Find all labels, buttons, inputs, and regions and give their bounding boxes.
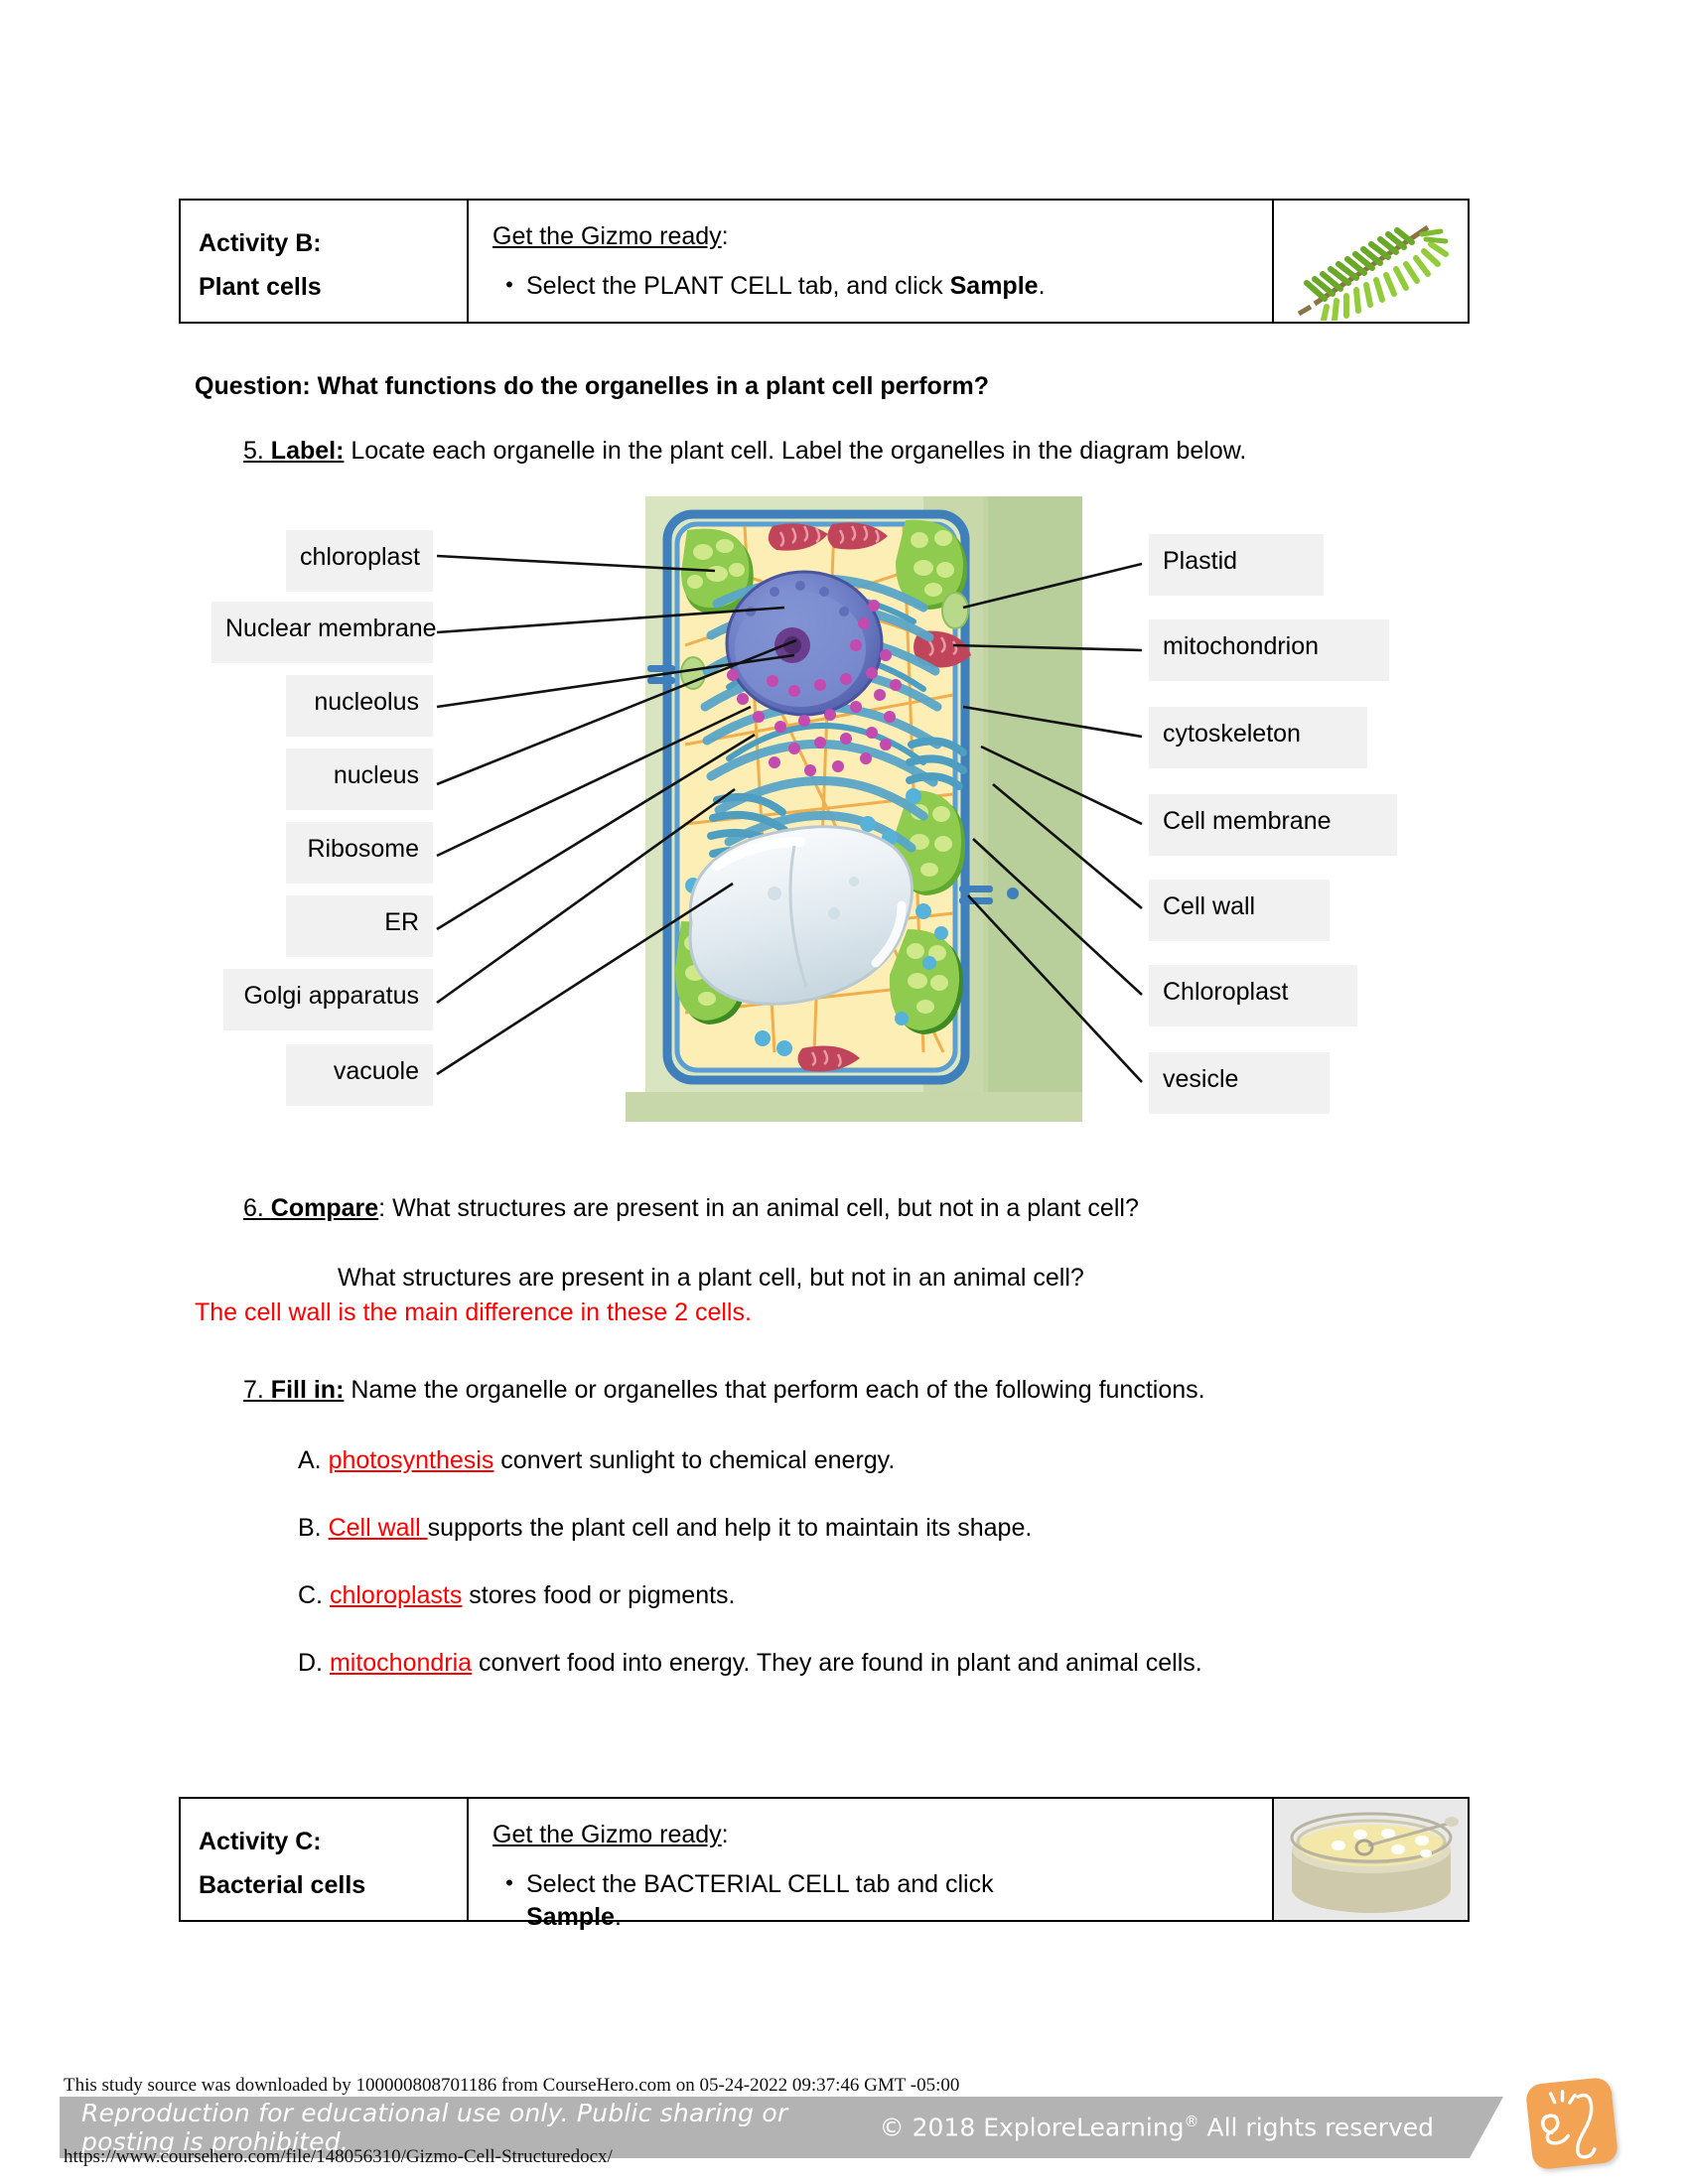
item-7-rest-a: convert sunlight to chemical energy. [493,1446,896,1474]
activity-b-image-cell [1274,201,1468,322]
item-7-answer-d: mitochondria [329,1649,473,1677]
activity-b-bullet-text: Select the PLANT CELL tab, and click Sam… [526,270,1258,304]
item-7-option-b: B. Cell wall supports the plant cell and… [298,1511,1032,1546]
item-7-letter-c: C. [298,1581,323,1609]
activity-c-bullet: • Select the BACTERIAL CELL tab and clic… [492,1868,1258,1936]
item-6-text: : What structures are present in an anim… [378,1194,1139,1222]
item-7-option-c: C. chloroplasts stores food or pigments. [298,1578,736,1613]
item-6-paragraph: 6. Compare: What structures are present … [243,1191,1139,1226]
footer-banner-right-text: © 2018 ExploreLearning® All rights reser… [880,2113,1470,2141]
diagram-label-right-4[interactable]: Cell wall [1149,880,1330,941]
item-7-rest-c: stores food or pigments. [462,1581,736,1609]
diagram-label-left-6[interactable]: Golgi apparatus [223,969,433,1030]
item-7-number: 7. [243,1376,271,1404]
plant-cell-diagram: chloroplast Nuclear membrane nucleolus n… [211,496,1397,1122]
item-7-letter-a: A. [298,1446,322,1474]
item-7-answer-a: photosynthesis [328,1446,494,1474]
diagram-label-left-4[interactable]: Ribosome [286,822,433,884]
item-7-option-d: D. mitochondria convert food into energy… [298,1646,1202,1681]
item-6-answer: The cell wall is the main difference in … [195,1298,752,1326]
item-7-paragraph: 7. Fill in: Name the organelle or organe… [243,1373,1205,1408]
activity-c-ready-heading: Get the Gizmo ready: [492,1817,1258,1854]
diagram-label-right-0[interactable]: Plastid [1149,534,1324,596]
diagram-label-right-3[interactable]: Cell membrane [1149,794,1397,856]
download-note: This study source was downloaded by 1000… [64,2075,960,2096]
explorelearning-logo [1524,2076,1619,2171]
item-5-text: Locate each organelle in the plant cell.… [344,437,1247,465]
item-7-letter-b: B. [298,1514,322,1542]
activity-c-ready-label: Get the Gizmo ready [492,1821,722,1848]
footer-banner-left-text: Reproduction for educational use only. P… [81,2099,788,2156]
activity-b-ready-heading: Get the Gizmo ready: [492,218,1258,256]
activity-b-ready-label: Get the Gizmo ready [492,222,722,250]
item-7-rest-b: supports the plant cell and help it to m… [427,1514,1033,1542]
plant-cell-illustration [626,496,1082,1122]
activity-b-bullet-bold: Sample [949,271,1039,300]
diagram-label-right-5[interactable]: Chloroplast [1149,965,1357,1026]
item-6-number: 6. [243,1194,271,1222]
diagram-label-left-1[interactable]: Nuclear membrane [211,602,437,663]
activity-c-title-line2: Bacterial cells [199,1870,366,1899]
item-7-label: Fill in: [270,1376,345,1404]
activity-b-instructions-cell: Get the Gizmo ready: • Select the PLANT … [469,201,1274,322]
diagram-label-left-0[interactable]: chloroplast [286,530,433,592]
diagram-label-right-6[interactable]: vesicle [1149,1052,1330,1114]
item-7-rest-d: convert food into energy. They are found… [472,1649,1202,1677]
bullet-icon: • [505,1869,513,1895]
activity-c-bullet-post: . [614,1903,622,1932]
source-url[interactable]: https://www.coursehero.com/file/14805631… [64,2146,613,2167]
diagram-label-left-2[interactable]: nucleolus [286,675,433,737]
activity-b-ready-colon: : [721,222,729,250]
activity-c-title-cell: Activity C: Bacterial cells [181,1799,469,1920]
activity-b-title-line1: Activity B: [199,229,322,257]
diagram-label-right-2[interactable]: cytoskeleton [1149,707,1367,768]
activity-b-bullet-pre: Select the PLANT CELL tab, and click [526,271,950,300]
item-5-label: Label: [270,437,345,465]
diagram-label-left-3[interactable]: nucleus [286,749,433,810]
el-script-mark [1541,2090,1597,2159]
activity-c-bullet-pre: Select the BACTERIAL CELL tab and click [526,1869,994,1898]
activity-b-title-line2: Plant cells [199,272,322,301]
diagram-label-left-7[interactable]: vacuole [286,1044,433,1106]
item-7-option-a: A. photosynthesis convert sunlight to ch… [298,1443,895,1478]
footer-rights: All rights reserved [1198,2113,1434,2142]
item-7-answer-b: Cell wall [328,1514,428,1542]
activity-c-ready-colon: : [721,1821,729,1848]
diagram-label-left-5[interactable]: ER [286,895,433,957]
item-7-letter-d: D. [298,1649,323,1677]
diagram-label-right-1[interactable]: mitochondrion [1149,619,1389,681]
footer-banner-tail [1470,2097,1503,2158]
activity-c-bullet-bold: Sample [526,1903,615,1932]
item-6-label: Compare [270,1194,379,1222]
registered-icon: ® [1184,2113,1199,2131]
activity-c-instructions-cell: Get the Gizmo ready: • Select the BACTER… [469,1799,1274,1931]
activity-c-title-line1: Activity C: [199,1828,322,1855]
bullet-icon: • [505,271,513,297]
activity-b-title-cell: Activity B: Plant cells [181,201,469,322]
item-5-paragraph: 5. Label: Locate each organelle in the p… [243,434,1246,469]
activity-b-bullet: • Select the PLANT CELL tab, and click S… [492,270,1258,304]
activity-b-table: Activity B: Plant cells Get the Gizmo re… [179,199,1470,324]
item-6-second-question: What structures are present in a plant c… [338,1264,1084,1292]
activity-b-bullet-post: . [1038,271,1046,300]
item-7-answer-c: chloroplasts [329,1581,463,1609]
activity-c-table: Activity C: Bacterial cells Get the Gizm… [179,1797,1470,1931]
page-question: Question: What functions do the organell… [195,372,990,400]
spruce-branch-icon [1297,224,1449,321]
petri-dish-icon [1290,1812,1459,1913]
footer-banner: Reproduction for educational use only. P… [60,2097,1470,2158]
footer-year-company: 2018 ExploreLearning [904,2113,1185,2142]
copyright-icon: © [879,2113,905,2142]
item-5-number: 5. [243,437,271,465]
activity-c-image-cell [1274,1799,1468,1920]
item-7-text: Name the organelle or organelles that pe… [344,1376,1205,1404]
